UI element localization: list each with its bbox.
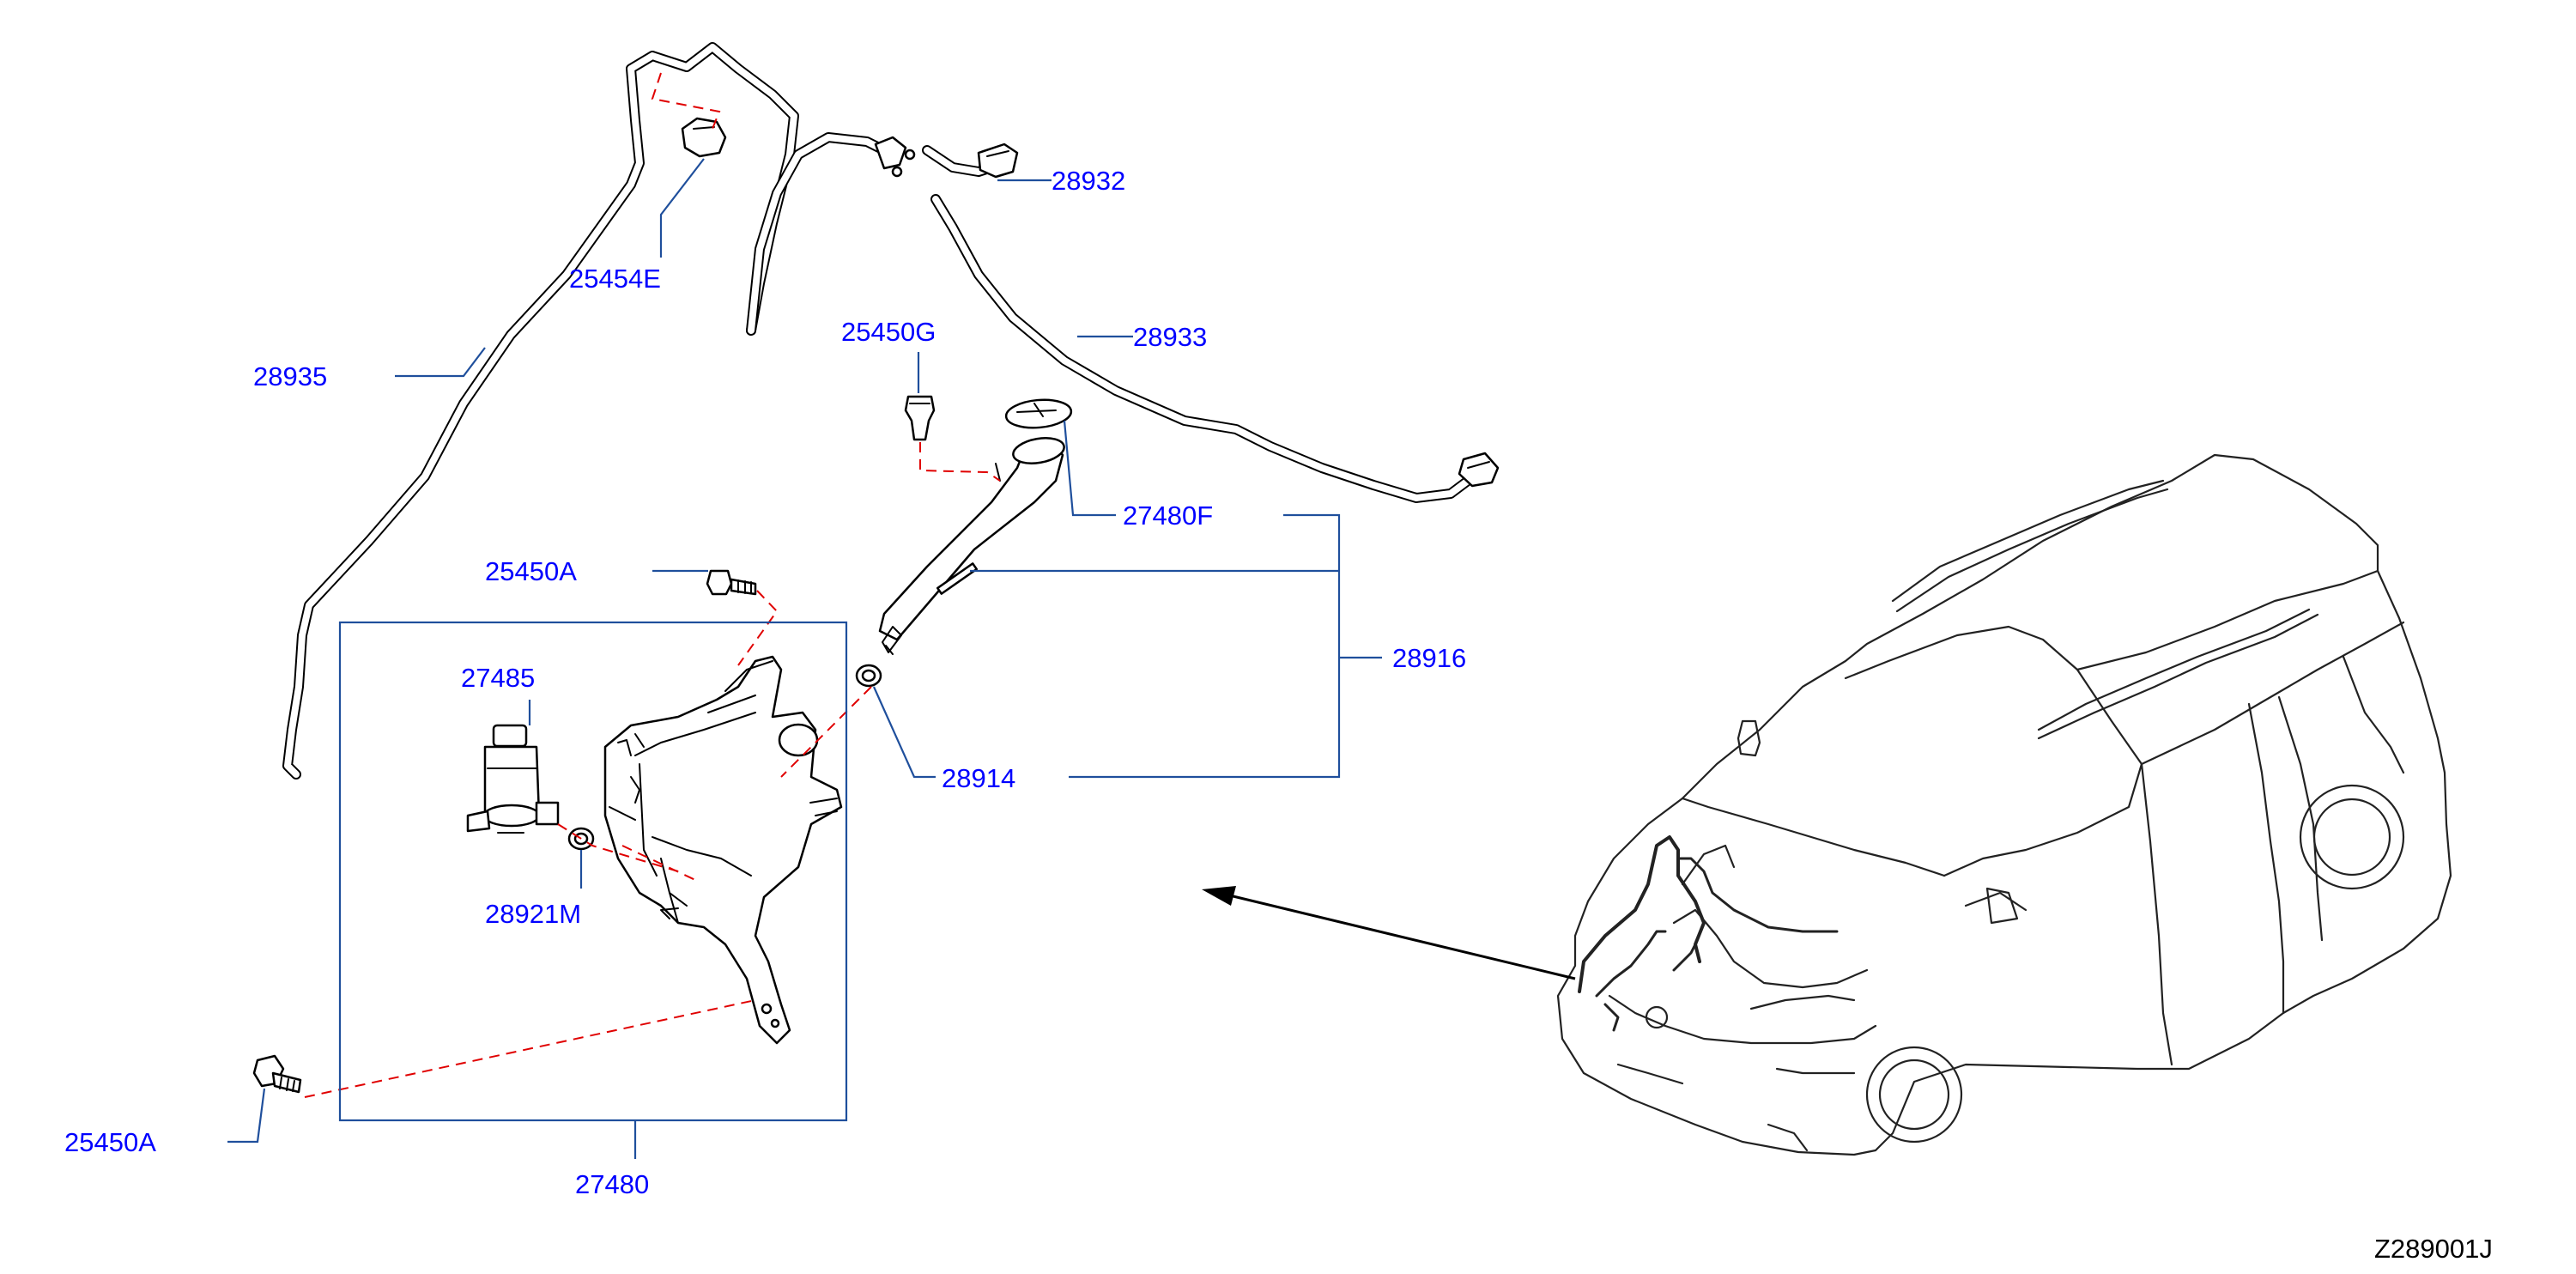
drawing-code: Z289001J (2374, 1234, 2493, 1264)
filler-cap-27480F (1004, 398, 1073, 429)
label-25450G: 25450G (841, 317, 936, 347)
washer-hose-28935 (282, 42, 799, 780)
clip-25450G (904, 395, 936, 441)
label-28916: 28916 (1392, 643, 1466, 673)
hose-clip-25454E (681, 117, 727, 158)
label-27480F: 27480F (1123, 500, 1213, 531)
seal-28914 (855, 664, 882, 688)
label-28921M: 28921M (485, 899, 581, 929)
label-27480: 27480 (575, 1169, 649, 1199)
washer-hose-28933 (930, 194, 1473, 503)
assembly-guide-lines (304, 590, 872, 1098)
tank-assembly-frame (338, 621, 848, 1122)
vehicle-illustration (1556, 453, 2452, 1156)
washer-pump-27485 (466, 724, 560, 834)
hose-joint-connector (874, 136, 916, 178)
label-28935: 28935 (253, 361, 327, 391)
bolt-25450A-bottom (252, 1054, 302, 1094)
label-28914: 28914 (942, 763, 1015, 793)
location-arrow (1202, 886, 1576, 980)
label-25450A-bottom: 25450A (64, 1127, 156, 1157)
filler-neck-27480F (878, 437, 1065, 655)
label-28932: 28932 (1052, 166, 1125, 196)
label-28933: 28933 (1133, 322, 1207, 352)
clip-25450G-guide (919, 442, 1001, 482)
label-27485: 27485 (461, 663, 535, 693)
leader-lines (227, 158, 1382, 1159)
washer-tank-27480 (603, 655, 843, 1045)
clip-guide-line (651, 72, 721, 130)
washer-hose-loop (746, 132, 898, 336)
vehicle-hose-layout (1578, 835, 1839, 1032)
label-25454E: 25454E (569, 264, 661, 294)
bolt-25450A-top (706, 569, 757, 596)
washer-nozzle-rear (1458, 452, 1500, 488)
label-25450A-top: 25450A (485, 556, 577, 586)
washer-nozzle-28932 (977, 143, 1019, 179)
